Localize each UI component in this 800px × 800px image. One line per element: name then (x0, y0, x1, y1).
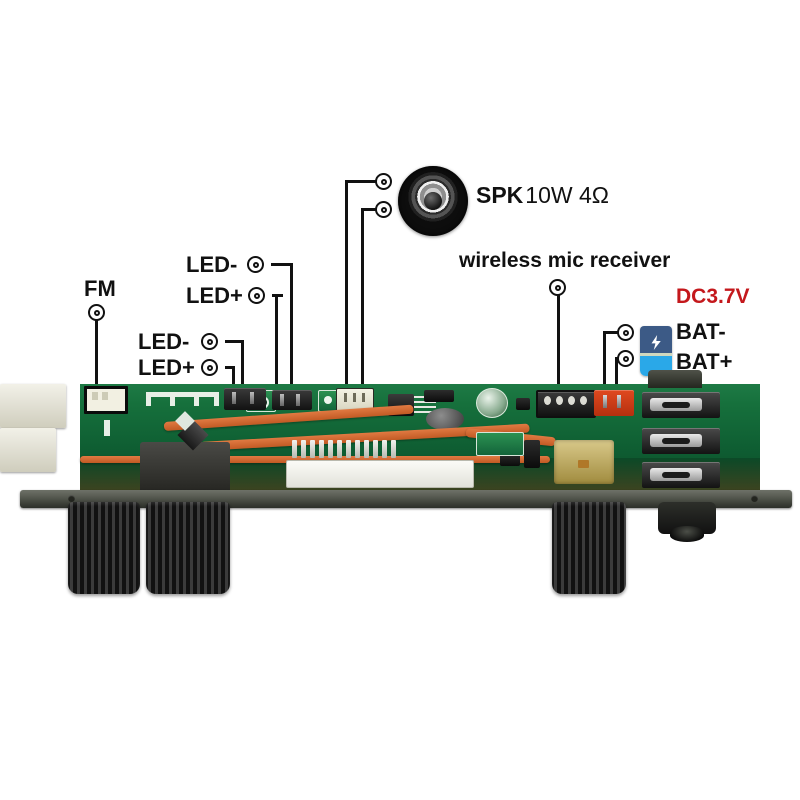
connector-point-led-lower-minus-icon[interactable] (201, 333, 218, 350)
micro-usb-port-1[interactable] (642, 392, 720, 418)
electrolytic-capacitor (476, 388, 508, 418)
label-led-lower-minus: LED- (138, 329, 190, 354)
film-capacitor (0, 428, 56, 472)
wireless-mic-connector[interactable] (536, 390, 596, 418)
connector-point-led-upper-plus-icon[interactable] (248, 287, 265, 304)
top-push-button[interactable] (648, 370, 702, 388)
connector-white-bar (286, 460, 474, 488)
amplifier-board (0, 370, 800, 594)
connector-point-mic-icon[interactable] (549, 279, 566, 296)
label-speaker: SPK10W 4Ω (476, 184, 609, 207)
silkscreen-trace (146, 392, 218, 397)
leader-line-led-lower-minus-v (241, 340, 244, 400)
volume-knob-3[interactable] (552, 502, 626, 594)
leader-line-led-lower-minus-h (225, 340, 244, 343)
connector-point-bat-minus-icon[interactable] (617, 324, 634, 341)
led-connector-1[interactable] (224, 388, 266, 410)
pcb-pad (476, 432, 524, 456)
headphone-jack[interactable] (658, 502, 716, 542)
lightning-bolt-icon (651, 335, 661, 350)
connector-point-bat-plus-icon[interactable] (617, 350, 634, 367)
connector-point-fm-icon[interactable] (88, 304, 105, 321)
smd-component (516, 398, 530, 410)
label-led-upper-plus: LED+ (186, 283, 243, 308)
battery-icon (640, 326, 672, 376)
pcb-via (324, 396, 332, 404)
leader-line-bat-plus-v (615, 357, 618, 402)
connector-point-speaker-2-icon[interactable] (375, 201, 392, 218)
leader-line-speaker-2-v (361, 208, 364, 400)
leader-line-led-lower-plus-h (225, 366, 235, 369)
silkscreen-trace (146, 392, 151, 406)
leader-line-led-upper-plus-v (275, 294, 278, 400)
fm-connector[interactable] (84, 386, 128, 414)
label-fm: FM (84, 276, 116, 301)
speaker-icon (398, 166, 468, 236)
leader-line-mic (557, 295, 560, 402)
label-speaker-name: SPK (476, 182, 524, 208)
leader-line-led-upper-minus-h (271, 263, 293, 266)
smd-component (500, 454, 520, 466)
volume-knob-2[interactable] (146, 502, 230, 594)
leader-line-speaker-1-h (345, 180, 376, 183)
smd-component (524, 440, 540, 468)
label-dc-voltage: DC3.7V (676, 285, 750, 308)
smd-component (424, 390, 454, 402)
cap-marking (578, 460, 589, 468)
label-led-lower-plus: LED+ (138, 355, 195, 380)
leader-line-fm (95, 320, 98, 394)
silkscreen-label (104, 420, 110, 436)
leader-line-led-lower-plus-v (232, 366, 235, 400)
connector-point-speaker-1-icon[interactable] (375, 173, 392, 190)
label-speaker-spec: 10W 4Ω (525, 182, 609, 208)
led-connector-2[interactable] (272, 390, 312, 410)
copper-bus-wire (80, 456, 550, 463)
silkscreen-trace (194, 392, 199, 406)
leader-line-led-upper-minus-v (290, 263, 293, 400)
label-led-upper-minus: LED- (186, 252, 238, 277)
leader-line-speaker-1-v (345, 180, 348, 400)
connector-point-led-lower-plus-icon[interactable] (201, 359, 218, 376)
film-capacitor (0, 384, 66, 428)
transformer-block (140, 442, 230, 496)
label-battery-plus: BAT+ (676, 349, 733, 374)
volume-knob-1[interactable] (68, 502, 140, 594)
leader-line-bat-minus-v (603, 331, 606, 402)
leader-line-speaker-2-h (361, 208, 376, 211)
battery-connector[interactable] (594, 390, 634, 416)
inductor (426, 408, 464, 430)
fm-connector-pins (92, 392, 114, 400)
micro-usb-port-3[interactable] (642, 462, 720, 488)
silkscreen-trace (170, 392, 175, 406)
label-battery-minus: BAT- (676, 319, 726, 344)
label-wireless-mic-receiver: wireless mic receiver (459, 249, 671, 272)
micro-usb-port-2[interactable] (642, 428, 720, 454)
component-pin-row (292, 440, 396, 458)
leader-line-bat-minus-h (603, 331, 618, 334)
connector-point-led-upper-minus-icon[interactable] (247, 256, 264, 273)
silkscreen-trace (214, 392, 219, 406)
